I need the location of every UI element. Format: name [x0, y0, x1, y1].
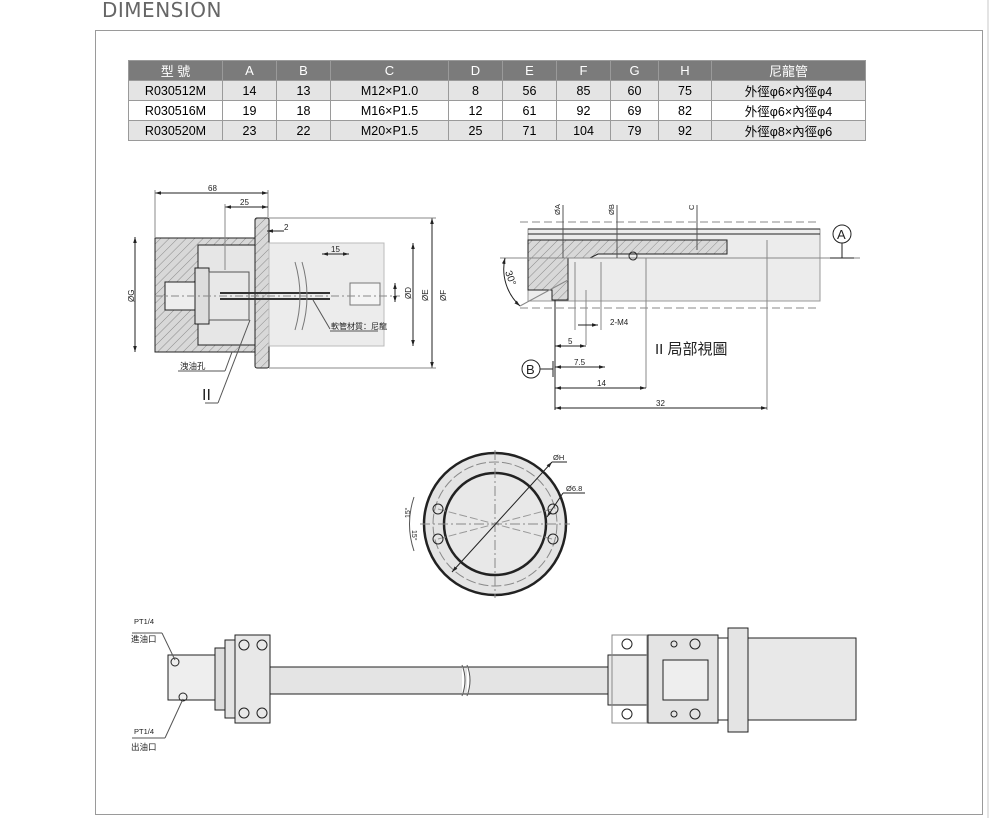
angle-bottom-label: 15°	[410, 530, 418, 541]
dim-32: 32	[656, 399, 665, 408]
header-e: E	[502, 60, 557, 81]
header-model: 型 號	[128, 60, 223, 81]
cell: R030512M	[128, 80, 223, 101]
tube-material-label: 軟管材質：尼龍	[331, 321, 387, 331]
angle-30-label: 30°	[502, 269, 518, 287]
dia-f-label: ØF	[439, 290, 448, 301]
header-c: C	[330, 60, 449, 81]
cell: 60	[610, 80, 659, 101]
cell: M20×P1.5	[330, 120, 449, 141]
datum-b: B	[526, 362, 535, 377]
cell: 71	[502, 120, 557, 141]
drawing-frame	[95, 30, 983, 815]
cell: 外徑φ6×內徑φ4	[711, 80, 866, 101]
dia-h-label: ØH	[553, 453, 564, 462]
outlet-thread-label: PT1/4	[134, 727, 154, 736]
table-header-row: 型 號 A B C D E F G H 尼龍管	[128, 60, 866, 81]
detail-marker: II	[202, 387, 211, 404]
inlet-thread-label: PT1/4	[134, 617, 154, 626]
page-title: DIMENSION	[102, 0, 222, 22]
header-f: F	[556, 60, 611, 81]
datum-a: A	[837, 227, 846, 242]
dia-e-label: ØE	[421, 289, 430, 301]
cell: 22	[276, 120, 331, 141]
section-view	[133, 190, 436, 404]
cell: 75	[658, 80, 712, 101]
inlet-port-label: 進油口	[131, 634, 157, 644]
cell: 79	[610, 120, 659, 141]
dim-7-5: 7.5	[574, 358, 586, 367]
cell: 23	[222, 120, 277, 141]
dim-2: 2	[284, 223, 289, 232]
thread-label: 2-M4	[610, 318, 629, 327]
dim-68: 68	[208, 184, 217, 193]
dim-25: 25	[240, 198, 249, 207]
cell: M12×P1.0	[330, 80, 449, 101]
header-a: A	[222, 60, 277, 81]
header-g: G	[610, 60, 659, 81]
detail-view	[500, 205, 860, 410]
cell: 25	[448, 120, 503, 141]
cell: 13	[276, 80, 331, 101]
dia-g-label: ØG	[127, 290, 136, 302]
cell: 外徑φ8×內徑φ6	[711, 120, 866, 141]
drain-hole-label: 洩油孔	[180, 361, 206, 371]
cell: 92	[658, 120, 712, 141]
cell: R030520M	[128, 120, 223, 141]
header-d: D	[448, 60, 503, 81]
angle-top-label: 15°	[404, 507, 412, 518]
c-label: C	[687, 204, 696, 210]
outlet-port-label: 出油口	[131, 742, 157, 752]
flange-view	[409, 450, 585, 598]
header-b: B	[276, 60, 331, 81]
dim-15: 15	[331, 245, 340, 254]
dim-14: 14	[597, 379, 606, 388]
assembly-view	[132, 627, 857, 739]
dia-b-label: ØB	[607, 204, 616, 215]
detail-caption: II 局部視圖	[655, 341, 728, 358]
dia-d-label: ØD	[404, 287, 413, 299]
cell: R030516M	[128, 100, 223, 121]
dim-5: 5	[568, 337, 573, 346]
page-edge	[987, 0, 989, 818]
hole-dia-label: Ø6.8	[566, 484, 582, 493]
dia-a-label: ØA	[553, 204, 562, 215]
